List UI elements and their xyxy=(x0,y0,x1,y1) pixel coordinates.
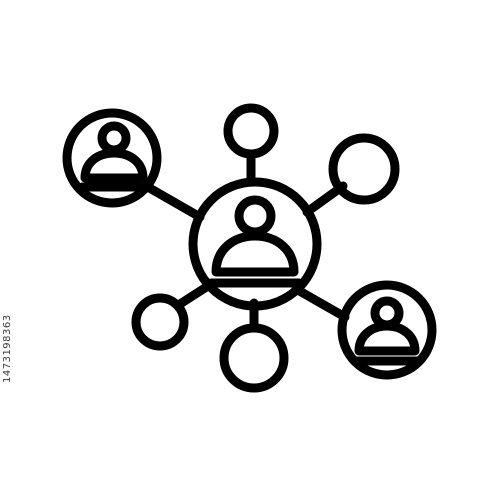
user-node-bottom-right-body-icon xyxy=(354,321,420,356)
central-user-body-icon xyxy=(211,231,299,277)
connector-line xyxy=(175,281,213,309)
empty-node-bottom-left xyxy=(131,293,189,351)
empty-node-right xyxy=(328,133,400,205)
central-user-head-icon xyxy=(234,195,276,237)
user-node-top-left xyxy=(62,108,162,208)
user-node-bottom-right xyxy=(337,280,437,380)
connector-line xyxy=(291,284,350,322)
user-node-top-left-body-icon xyxy=(80,148,148,183)
central-user-node xyxy=(188,177,322,311)
user-node-bottom-right-head-icon xyxy=(370,296,404,330)
user-node-top-left-head-icon xyxy=(97,121,131,155)
empty-node-bottom xyxy=(219,323,289,393)
image-id-caption: 1473198363 xyxy=(2,314,13,383)
connector-line xyxy=(141,181,205,222)
empty-node-top xyxy=(223,103,279,159)
